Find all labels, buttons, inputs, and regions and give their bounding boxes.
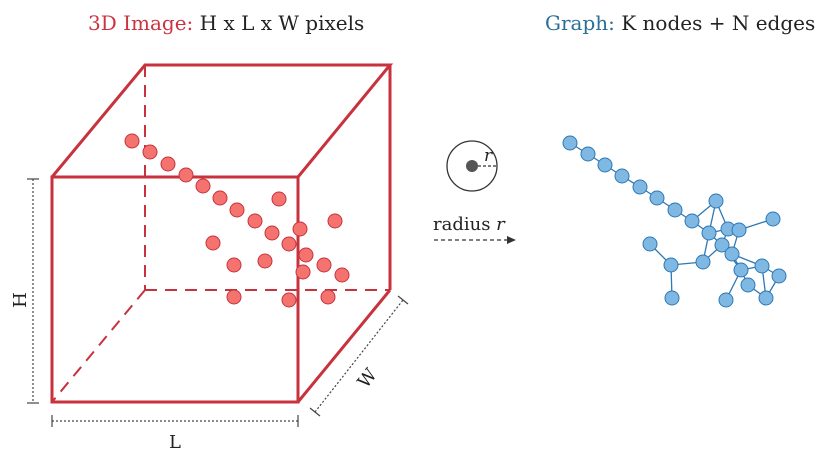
width-label: W <box>354 364 382 392</box>
voxel-dot <box>212 190 228 206</box>
voxel-dot <box>226 257 242 273</box>
width-dim-tick-top <box>397 295 409 305</box>
graph-node <box>684 213 700 229</box>
graph-node <box>758 290 774 306</box>
voxel-dot <box>178 167 194 183</box>
voxel-dot <box>298 247 314 263</box>
voxel-dot <box>226 289 242 305</box>
voxel-dot <box>320 289 336 305</box>
width-dim-line <box>314 299 404 413</box>
cube-depth-bottom-edge <box>296 289 392 403</box>
voxel-dot <box>327 213 343 229</box>
voxel-dot <box>281 236 297 252</box>
cube-top-face <box>50 63 394 178</box>
graph-node <box>580 146 596 162</box>
radius-caption-var: r <box>496 214 506 235</box>
graph-node <box>765 211 781 227</box>
radius-caption: radius r <box>433 214 506 235</box>
height-label: H <box>10 292 31 308</box>
graph-node <box>771 268 787 284</box>
left-title-prefix: 3D Image: <box>88 11 193 35</box>
width-dim-tick-bottom <box>309 407 321 417</box>
graph-node <box>708 193 724 209</box>
length-label: L <box>169 432 181 453</box>
graph-node <box>667 202 683 218</box>
graph-node <box>724 246 740 262</box>
radius-illustration: r <box>446 140 498 192</box>
transform-arrow <box>434 236 516 244</box>
voxel-dot <box>264 225 280 241</box>
graph-node <box>632 179 648 195</box>
left-title: 3D Image: H x L x W pixels <box>88 11 364 35</box>
graph-nodes <box>562 135 787 308</box>
voxel-dot <box>334 267 350 283</box>
graph-node <box>664 290 680 306</box>
graph-node <box>701 225 717 241</box>
voxel-dot <box>292 221 308 237</box>
graph-node <box>614 168 630 184</box>
voxel-dot <box>142 144 158 160</box>
voxel-dot <box>229 202 245 218</box>
graph-node <box>740 277 756 293</box>
right-title: Graph: K nodes + N edges <box>545 11 815 35</box>
cube-depth-hidden-edge <box>51 289 146 403</box>
radius-caption-text: radius <box>433 214 496 235</box>
cube-wireframe <box>50 63 394 404</box>
arrow-head-icon <box>507 236 516 244</box>
graph-node <box>642 236 658 252</box>
voxel-dot <box>295 264 311 280</box>
graph-node <box>718 292 734 308</box>
voxel-dot <box>247 213 263 229</box>
voxel-dot <box>257 253 273 269</box>
graph-node <box>731 222 747 238</box>
radius-circle-label: r <box>484 146 493 166</box>
graph-node <box>663 257 679 273</box>
graph-node <box>597 157 613 173</box>
voxel-dot <box>124 133 140 149</box>
graph-node <box>714 237 730 253</box>
voxel-dot <box>205 235 221 251</box>
graph-node <box>754 258 770 274</box>
graph-node <box>695 254 711 270</box>
voxel-dot <box>271 191 287 207</box>
radius-center-point <box>466 160 478 172</box>
voxel-dot <box>160 156 176 172</box>
cube-front-face <box>50 175 300 404</box>
graph-node <box>649 190 665 206</box>
left-title-rest: H x L x W pixels <box>193 11 364 35</box>
right-title-prefix: Graph: <box>545 11 615 35</box>
dimension-lines <box>27 178 409 427</box>
voxel-points <box>124 133 350 308</box>
graph-node <box>562 135 578 151</box>
voxel-dot <box>195 178 211 194</box>
voxel-dot <box>316 257 332 273</box>
graph-node <box>733 262 749 278</box>
right-title-rest: K nodes + N edges <box>615 11 815 35</box>
voxel-dot <box>281 292 297 308</box>
